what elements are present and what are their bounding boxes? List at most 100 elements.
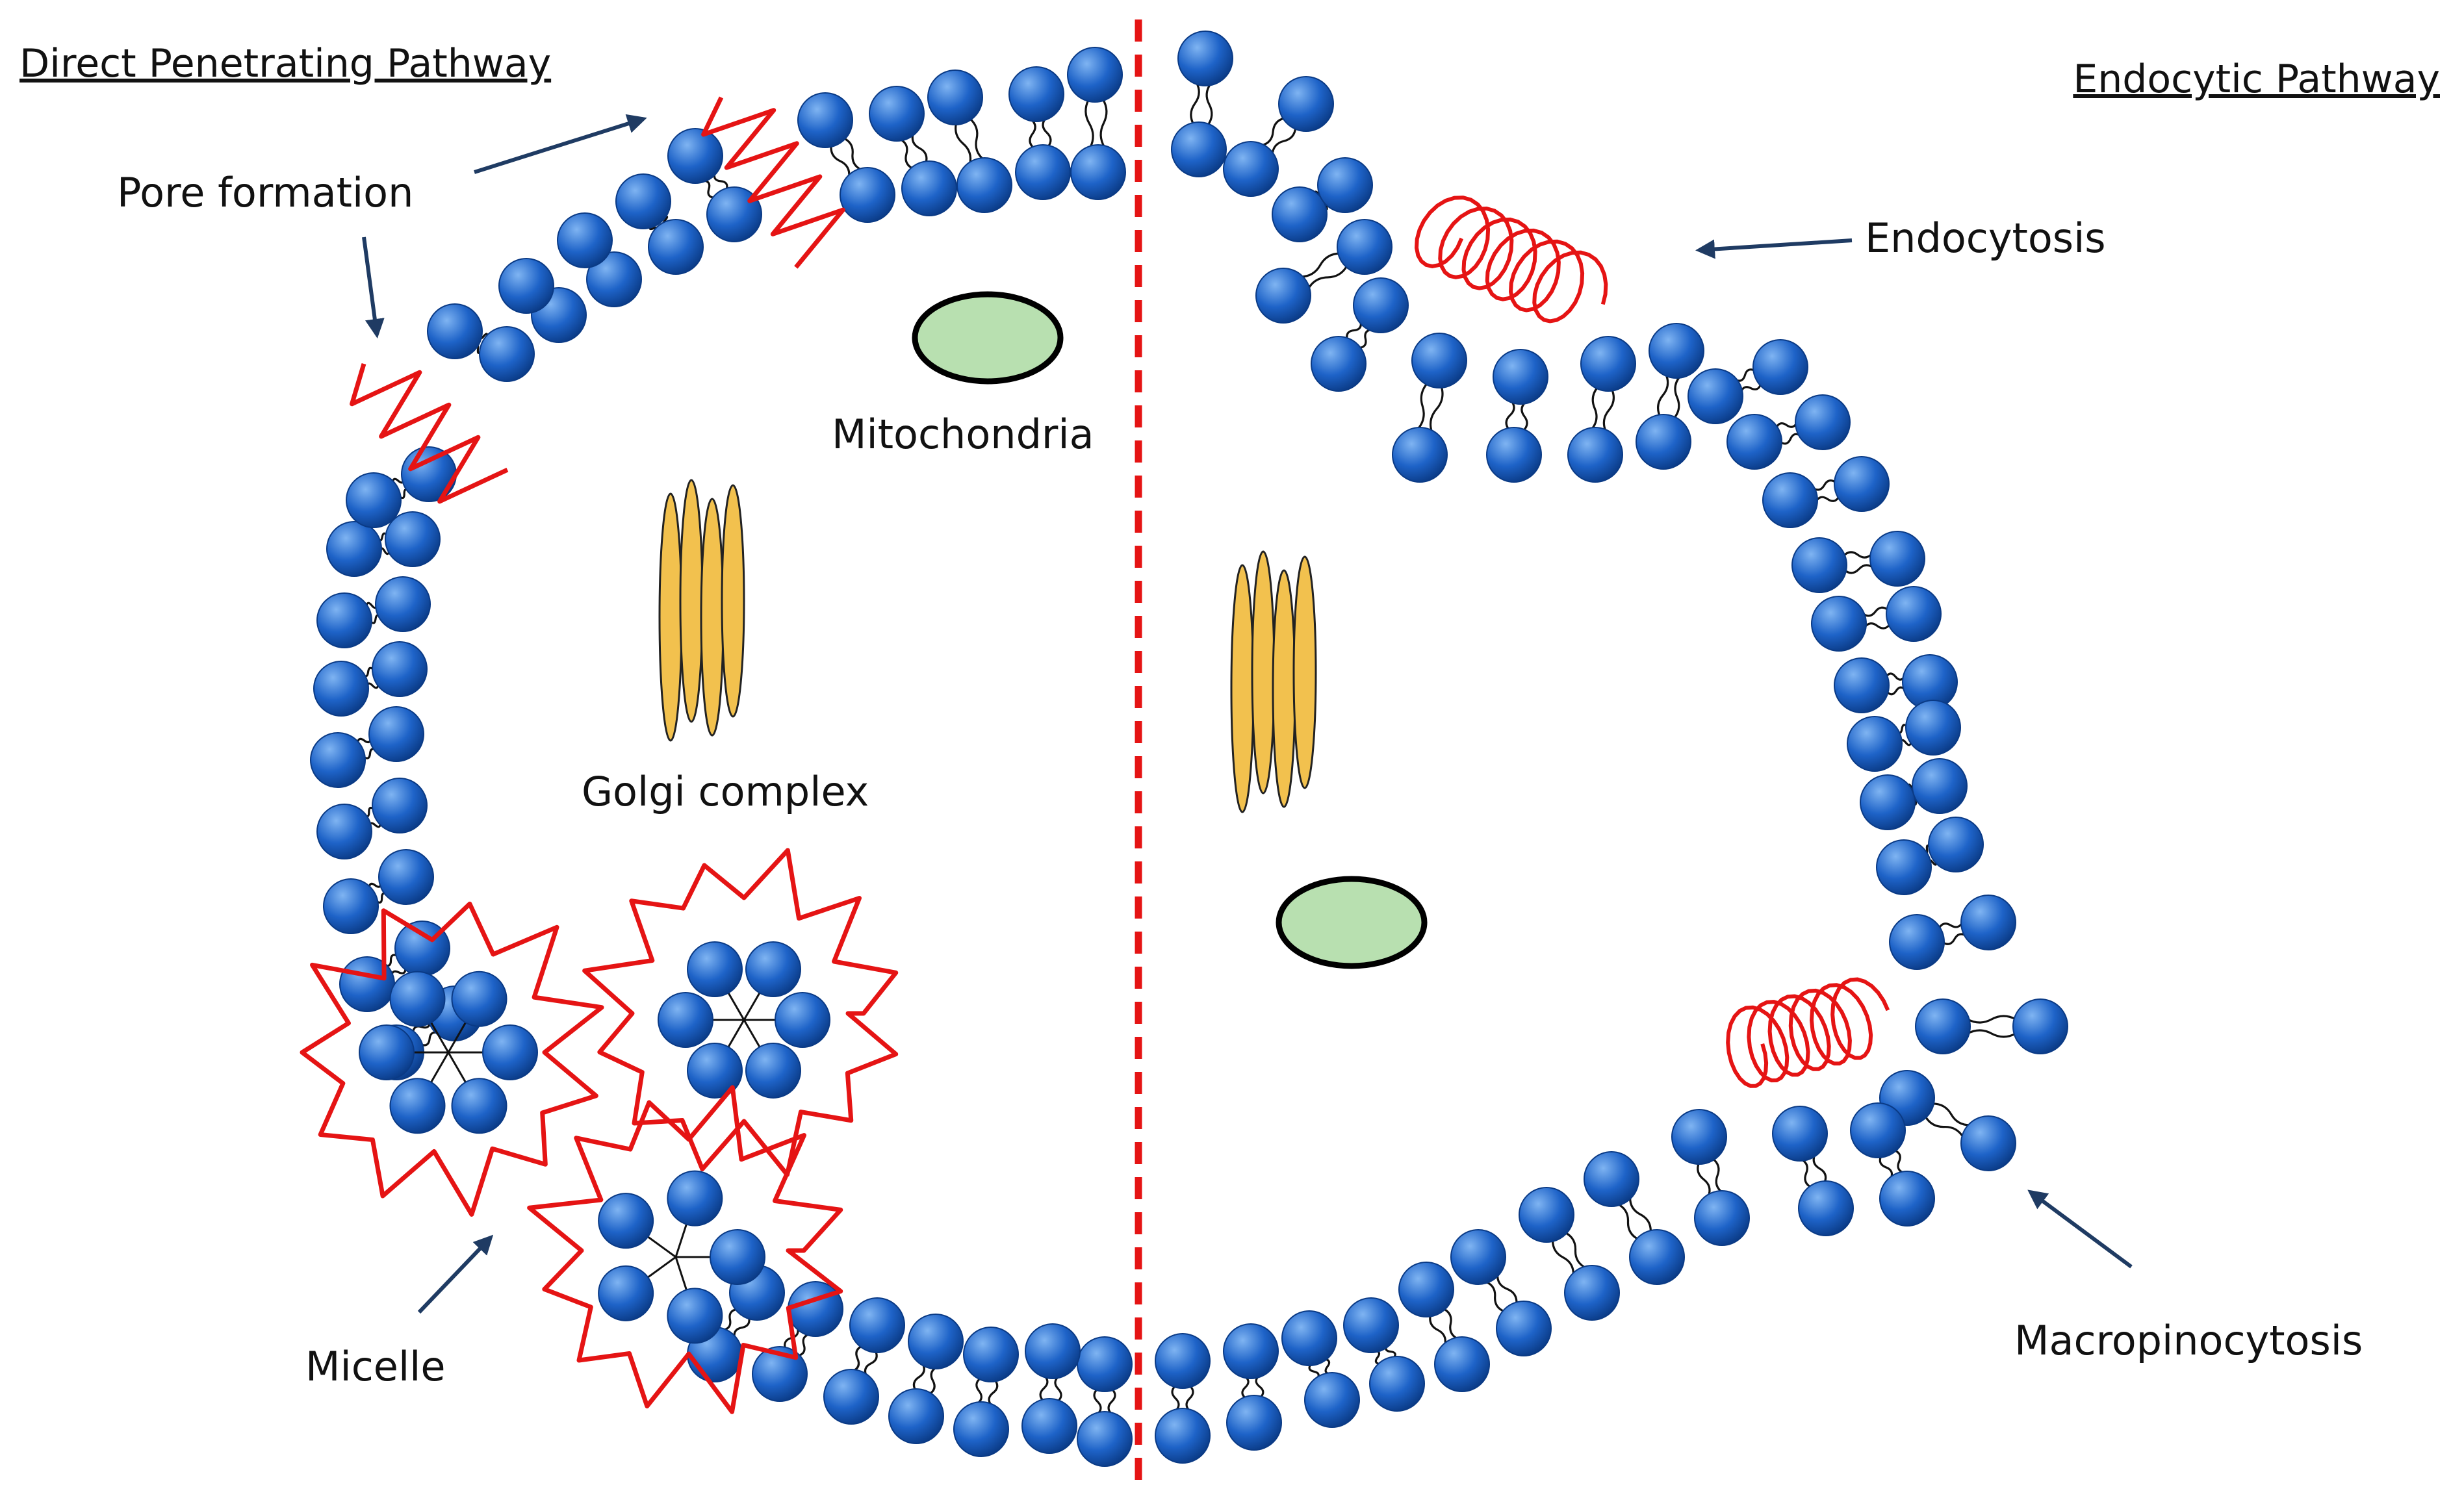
phospholipid-pair bbox=[1171, 31, 1233, 177]
lipid-tail bbox=[1039, 1375, 1049, 1402]
lipid-head bbox=[1411, 333, 1467, 388]
lipid-head bbox=[1015, 144, 1071, 200]
lipid-head bbox=[1272, 186, 1328, 242]
label-endocytosis: Endocytosis bbox=[1865, 214, 2106, 262]
lipid-head bbox=[2012, 998, 2068, 1054]
lipid-head bbox=[687, 1042, 743, 1099]
lipid-head bbox=[840, 167, 895, 223]
lipid-head bbox=[1762, 472, 1818, 528]
lipid-head bbox=[1847, 716, 1903, 772]
lipid-tail bbox=[1485, 1280, 1505, 1313]
lipid-head bbox=[1772, 1106, 1828, 1162]
lipid-head bbox=[401, 446, 457, 502]
phospholipid-pair bbox=[1889, 895, 2016, 970]
lipid-head bbox=[869, 86, 925, 142]
lipid-head bbox=[1070, 144, 1126, 200]
lipid-tail bbox=[1564, 1231, 1587, 1269]
lipid-tail bbox=[1029, 118, 1036, 149]
lipid-tail bbox=[723, 1308, 738, 1332]
mitochondria-right bbox=[1276, 876, 1428, 969]
phospholipid-pair bbox=[1688, 339, 1808, 424]
phospholipid-pair bbox=[1155, 1333, 1211, 1464]
lipid-head bbox=[1798, 1180, 1854, 1236]
phospholipid-pair bbox=[557, 212, 642, 307]
lipid-head bbox=[557, 212, 613, 268]
lipid-head bbox=[1067, 47, 1123, 103]
lipid-tail bbox=[1812, 479, 1837, 491]
lipid-tail bbox=[1812, 1154, 1827, 1184]
lipid-head bbox=[1834, 657, 1890, 713]
lipid-head bbox=[375, 576, 431, 632]
golgi-cisterna bbox=[1251, 550, 1276, 794]
micelle-lipids bbox=[359, 971, 538, 1134]
lipid-head bbox=[1915, 998, 1971, 1054]
phospholipid-pair bbox=[498, 258, 587, 343]
right-cell-membrane bbox=[1155, 31, 2068, 1464]
lipid-head bbox=[687, 941, 743, 998]
lipid-head bbox=[316, 592, 372, 648]
lipid-tail bbox=[1924, 1115, 1964, 1138]
arrow-endocytosis bbox=[1695, 238, 1853, 259]
lipid-tail bbox=[1430, 385, 1444, 433]
lipid-head bbox=[1580, 336, 1636, 392]
golgi-cisterna bbox=[1292, 555, 1317, 789]
lipid-head bbox=[648, 219, 704, 275]
lipid-head bbox=[658, 992, 713, 1048]
lipid-head bbox=[1304, 1372, 1360, 1428]
lipid-head bbox=[1834, 456, 1890, 512]
lipid-head bbox=[1398, 1262, 1454, 1317]
lipid-tail bbox=[1942, 933, 1968, 945]
phospholipid-pair bbox=[1876, 817, 1984, 895]
phospholipid-pair bbox=[1847, 700, 1961, 772]
lipid-tail bbox=[1300, 252, 1340, 278]
arrow-macropinocytosis bbox=[2027, 1189, 2133, 1269]
lipid-head bbox=[1928, 817, 1984, 872]
lipid-tail bbox=[1190, 82, 1200, 125]
lipid-tail bbox=[1629, 1197, 1652, 1232]
lipid-head bbox=[1223, 1323, 1279, 1379]
micelle-lipids bbox=[658, 941, 830, 1099]
lipid-head bbox=[1434, 1336, 1490, 1392]
lipid-head bbox=[1025, 1323, 1081, 1379]
phospholipid-pair bbox=[615, 173, 704, 275]
lipid-tail bbox=[1261, 117, 1285, 147]
lipid-head bbox=[1486, 427, 1542, 483]
phospholipid-pair bbox=[1077, 1336, 1133, 1467]
lipid-head bbox=[1752, 339, 1808, 395]
lipid-head bbox=[1155, 1408, 1211, 1464]
lipid-head bbox=[615, 173, 671, 229]
heading-endocytic-pathway: Endocytic Pathway bbox=[2073, 57, 2440, 102]
lipid-head bbox=[498, 258, 554, 314]
lipid-head bbox=[1311, 336, 1367, 392]
mitochondria-left bbox=[912, 291, 1064, 385]
lipid-head bbox=[1694, 1190, 1750, 1246]
lipid-head bbox=[797, 92, 853, 148]
phospholipid-pair bbox=[1519, 1187, 1620, 1321]
lipid-tail bbox=[1843, 564, 1875, 574]
phospholipid-pair bbox=[927, 70, 1012, 213]
lipid-head bbox=[1889, 914, 1945, 970]
lipid-tail bbox=[1967, 1015, 2016, 1024]
lipid-head bbox=[1850, 1102, 1906, 1158]
phospholipid-pair bbox=[1021, 1323, 1081, 1454]
phospholipid-pair bbox=[1915, 998, 2068, 1054]
phospholipid-pair bbox=[1255, 219, 1392, 324]
lipid-head bbox=[667, 1170, 723, 1227]
lipid-tail bbox=[988, 1379, 999, 1406]
golgi-cisterna bbox=[1230, 564, 1255, 813]
lipid-tail bbox=[411, 1021, 431, 1033]
label-pore-formation: Pore formation bbox=[117, 169, 413, 216]
phospholipid-pair bbox=[1762, 456, 1890, 528]
organelles bbox=[658, 291, 1428, 969]
lipid-head bbox=[1493, 349, 1548, 405]
phospholipid-pair bbox=[1311, 277, 1409, 392]
lipid-tail bbox=[1697, 1162, 1711, 1197]
lipid-tail bbox=[1815, 496, 1840, 503]
lipid-head bbox=[667, 128, 723, 184]
lipid-head bbox=[1860, 774, 1916, 830]
lipid-tail bbox=[1885, 672, 1906, 681]
golgi-cisterna bbox=[658, 492, 683, 742]
lipid-tail bbox=[1801, 1158, 1812, 1189]
lipid-head bbox=[598, 1193, 654, 1249]
label-micelle: Micelle bbox=[305, 1343, 446, 1390]
